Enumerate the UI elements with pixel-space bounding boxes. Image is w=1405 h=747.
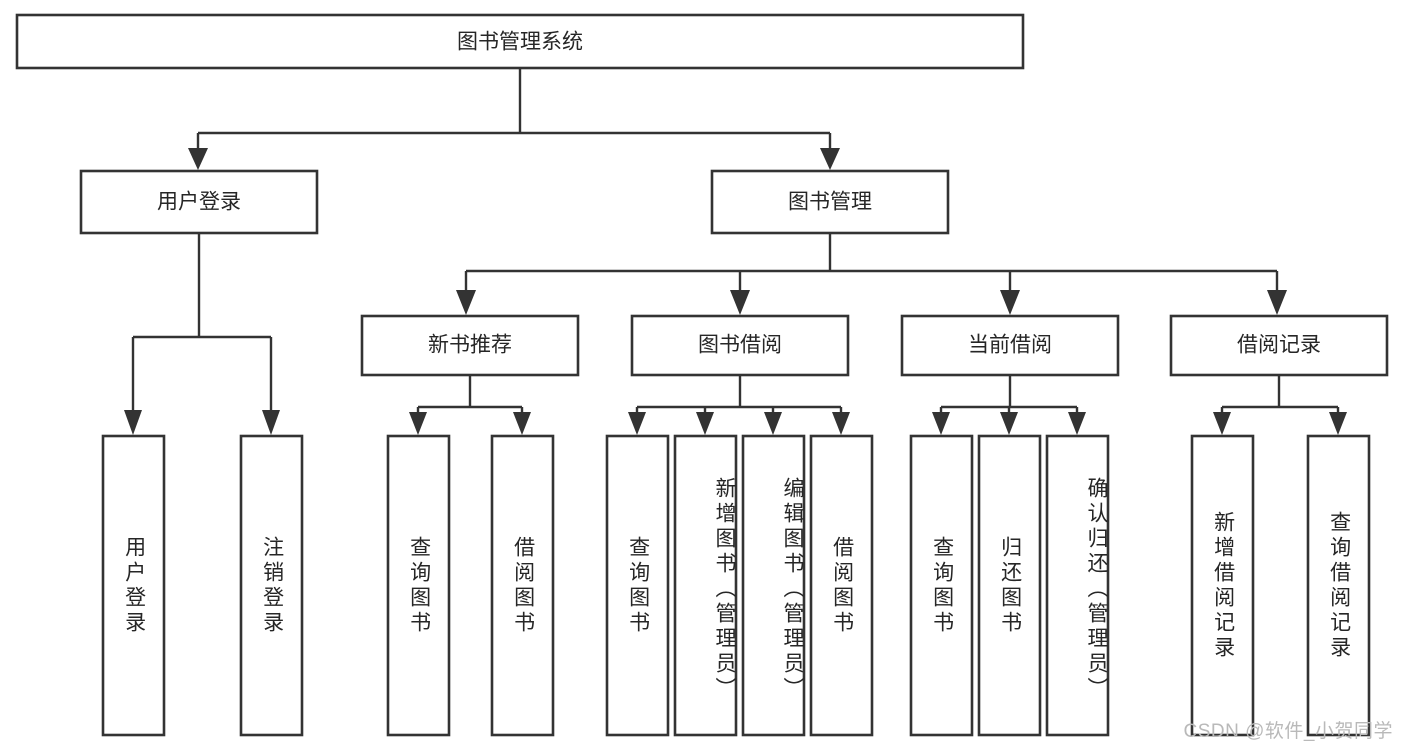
leaf-box-br-add-record[interactable] — [1190, 434, 1255, 737]
node-book-manage[interactable]: 图书管理 — [710, 169, 950, 235]
arrow-to-new-book — [456, 290, 476, 315]
arrow-to-book-borrow — [730, 290, 750, 315]
node-root-label: 图书管理系统 — [457, 31, 583, 54]
leaf-box-cb-return-book[interactable] — [977, 434, 1042, 737]
arrow-to-leaf-nb-1 — [409, 412, 427, 435]
node-current-borrow[interactable]: 当前借阅 — [900, 314, 1120, 377]
arrow-to-leaf-br-2 — [1329, 412, 1347, 435]
leaf-box-br-query-record[interactable] — [1306, 434, 1371, 737]
leaf-box-bb-edit-book[interactable] — [741, 434, 806, 737]
node-book-borrow[interactable]: 图书借阅 — [630, 314, 850, 377]
node-current-borrow-label: 当前借阅 — [968, 334, 1052, 357]
arrow-to-leaf-bb-4 — [832, 412, 850, 435]
arrow-to-leaf-br-1 — [1213, 412, 1231, 435]
leaf-box-user-login[interactable] — [101, 434, 166, 737]
leaf-box-nb-borrow-book[interactable] — [490, 434, 555, 737]
leaf-box-cb-query-book[interactable] — [909, 434, 974, 737]
node-root[interactable]: 图书管理系统 — [15, 13, 1025, 70]
csdn-watermark: CSDN @软件_小贺同学 — [1183, 721, 1393, 742]
arrow-to-leaf-cb-1 — [932, 412, 950, 435]
node-book-manage-label: 图书管理 — [788, 191, 872, 214]
node-current-borrow-box[interactable] — [900, 314, 1120, 377]
node-borrow-records[interactable]: 借阅记录 — [1169, 314, 1389, 377]
node-user-login[interactable]: 用户登录 — [79, 169, 319, 235]
node-borrow-records-box[interactable] — [1169, 314, 1389, 377]
arrow-to-leaf-cb-2 — [1000, 412, 1018, 435]
node-book-borrow-box[interactable] — [630, 314, 850, 377]
arrow-to-current-borrow — [1000, 290, 1020, 315]
arrow-to-leaf-user-login — [124, 410, 142, 435]
node-book-borrow-label: 图书借阅 — [698, 334, 782, 357]
arrow-root-to-user-login — [188, 148, 208, 170]
leaf-box-nb-query-book[interactable] — [386, 434, 451, 737]
node-borrow-records-label: 借阅记录 — [1237, 334, 1321, 357]
arrow-to-leaf-bb-1 — [628, 412, 646, 435]
node-new-book-recommend[interactable]: 新书推荐 — [360, 314, 580, 377]
node-root-box[interactable] — [15, 13, 1025, 70]
arrow-to-leaf-logout — [262, 410, 280, 435]
arrow-to-leaf-bb-2 — [696, 412, 714, 435]
arrow-to-leaf-bb-3 — [764, 412, 782, 435]
node-user-login-label: 用户登录 — [157, 191, 241, 214]
node-new-book-recommend-box[interactable] — [360, 314, 580, 377]
leaf-box-cb-confirm-return[interactable] — [1045, 434, 1110, 737]
arrow-to-borrow-records — [1267, 290, 1287, 315]
leaf-box-bb-borrow-book[interactable] — [809, 434, 874, 737]
leaf-box-bb-query-book[interactable] — [605, 434, 670, 737]
node-new-book-recommend-label: 新书推荐 — [428, 334, 512, 357]
arrow-to-leaf-nb-2 — [513, 412, 531, 435]
arrow-root-to-book-manage — [820, 148, 840, 170]
arrow-to-leaf-cb-3 — [1068, 412, 1086, 435]
leaf-box-logout[interactable] — [239, 434, 304, 737]
node-book-manage-box[interactable] — [710, 169, 950, 235]
leaf-box-bb-add-book[interactable] — [673, 434, 738, 737]
